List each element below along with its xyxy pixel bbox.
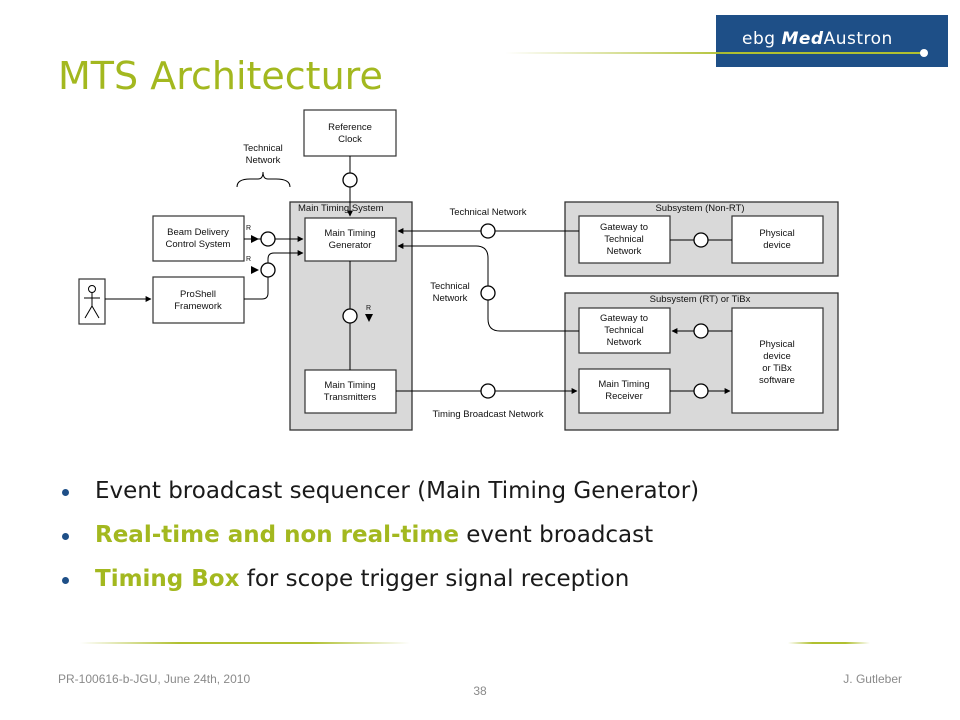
timing-broadcast-label: Timing Broadcast Network [432,409,543,420]
beam-delivery-line2: Control System [166,239,231,250]
gateway-top-line1: Gateway to [600,222,648,233]
bullet-list: Event broadcast sequencer (Main Timing G… [62,478,699,610]
r-label-beam: R [246,225,251,232]
proshell-line1: ProShell [180,289,216,300]
timing-broadcast-circle [480,383,496,399]
reference-clock-line2: Clock [338,134,362,145]
mtg-line1: Main Timing [324,228,375,239]
bullet-item-2: Real-time and non real-time event broadc… [62,522,699,566]
company-logo: ebg MedAustron [742,29,893,49]
technical-network-circle-top [480,223,496,239]
subsystem-rt-label: Subsystem (RT) or TiBx [650,294,751,305]
reference-clock-box [303,109,397,157]
r-label-proshell: R [246,256,251,263]
gateway-physical-top-circle [693,232,709,248]
proshell-circle [260,262,276,278]
gateway-bottom-box [578,307,671,354]
mtt-line1: Main Timing [324,380,375,391]
gateway-top-line3: Network [607,246,642,257]
beam-delivery-circle [260,231,276,247]
footer-rule-right [788,642,870,644]
gateway-top-line2: Technical [604,234,644,245]
bullet-dot-icon [62,577,69,584]
gateway-top-box [578,215,671,264]
main-timing-system-label: Main Timing System [298,203,384,214]
mtt-line2: Transmitters [324,392,377,403]
beam-delivery-r-arrow [251,235,259,243]
physical-device-bottom-line4: software [759,375,795,386]
proshell-r-arrow [251,266,259,274]
reference-clock-line1: Reference [328,122,372,133]
main-timing-generator-box [304,217,397,262]
r-arrow [365,314,373,322]
beam-delivery-box [152,215,245,262]
footer-rule-left [80,642,410,644]
physical-device-bottom-line1: Physical [759,339,794,350]
physical-gateway-bottom-circle [693,323,709,339]
page-number: 38 [473,684,487,698]
gateway-bottom-line1: Gateway to [600,313,648,324]
header-rule [505,52,925,54]
mtg-line2: Generator [329,240,372,251]
gateway-bottom-line3: Network [607,337,642,348]
mtr-line2: Receiver [605,391,643,402]
technical-network-top-label: Technical Network [449,207,526,218]
physical-device-top-box [731,215,824,264]
footer-reference: PR-100616-b-JGU, June 24th, 2010 [58,672,251,686]
bullet-dot-icon [62,489,69,496]
proshell-line2: Framework [174,301,222,312]
physical-device-top-line1: Physical [759,228,794,239]
gateway-bottom-line2: Technical [604,325,644,336]
technical-network-brace-line1: Technical [243,143,283,154]
bullet-item-3: Timing Box for scope trigger signal rece… [62,566,699,610]
operator-icon [84,285,100,319]
clock-interface-circle [342,172,358,188]
mtg-mtt-circle [342,308,358,324]
technical-network-mid-line2: Network [433,293,468,304]
technical-network-circle-mid [480,285,496,301]
technical-network-mid-line1: Technical [430,281,470,292]
technical-network-brace-line2: Network [246,155,281,166]
main-timing-transmitters-box [304,369,397,414]
slide-title: MTS Architecture [58,54,383,98]
logo-banner [716,15,948,67]
header-rule-dot [920,49,928,57]
beam-delivery-line1: Beam Delivery [167,227,229,238]
physical-device-bottom-line2: device [763,351,790,362]
bullet-item-1: Event broadcast sequencer (Main Timing G… [62,478,699,522]
receiver-physical-circle [693,383,709,399]
physical-device-top-line2: device [763,240,790,251]
main-timing-receiver-box [578,368,671,414]
physical-device-bottom-line3: or TiBx [762,363,792,374]
physical-device-bottom-box [731,307,824,414]
bullet-dot-icon [62,533,69,540]
subsystem-nonrt-label: Subsystem (Non-RT) [655,203,744,214]
mtr-line1: Main Timing [598,379,649,390]
r-label-center: R [366,305,371,312]
proshell-box [152,276,245,324]
footer-author: J. Gutleber [843,672,902,686]
technical-network-brace [236,171,291,188]
